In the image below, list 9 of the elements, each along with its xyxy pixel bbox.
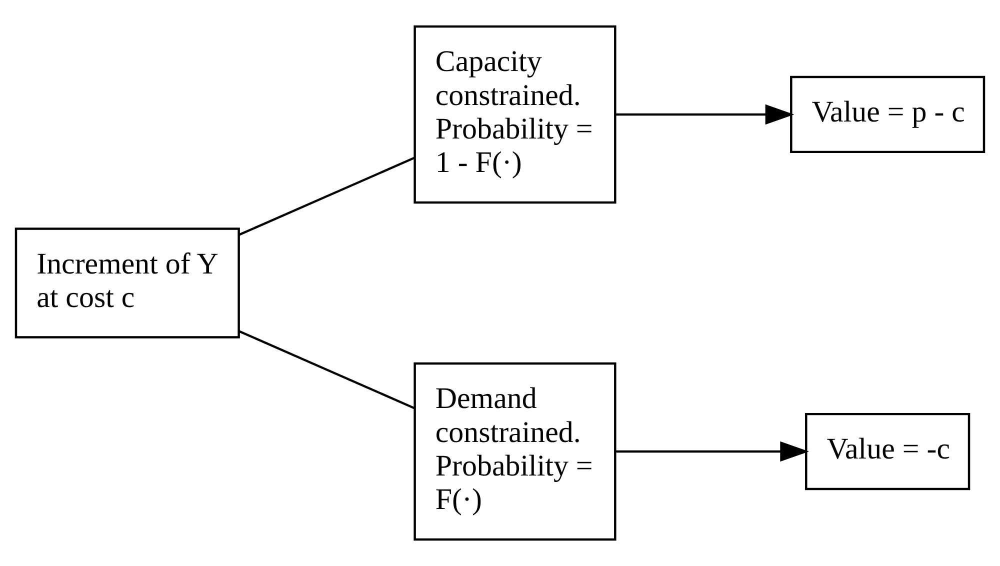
node-box: Increment of Y at cost c [14,228,240,338]
arrow [615,441,810,462]
connector [238,330,415,410]
connector [238,156,415,236]
arrow [615,104,794,125]
node-box: Value = p - c [790,76,986,154]
node-box: Demand constrained. Probability = F(·) [414,362,616,541]
node-box: Value = -c [805,412,970,490]
node-box: Capacity constrained. Probability = 1 - F(·) [414,25,616,204]
